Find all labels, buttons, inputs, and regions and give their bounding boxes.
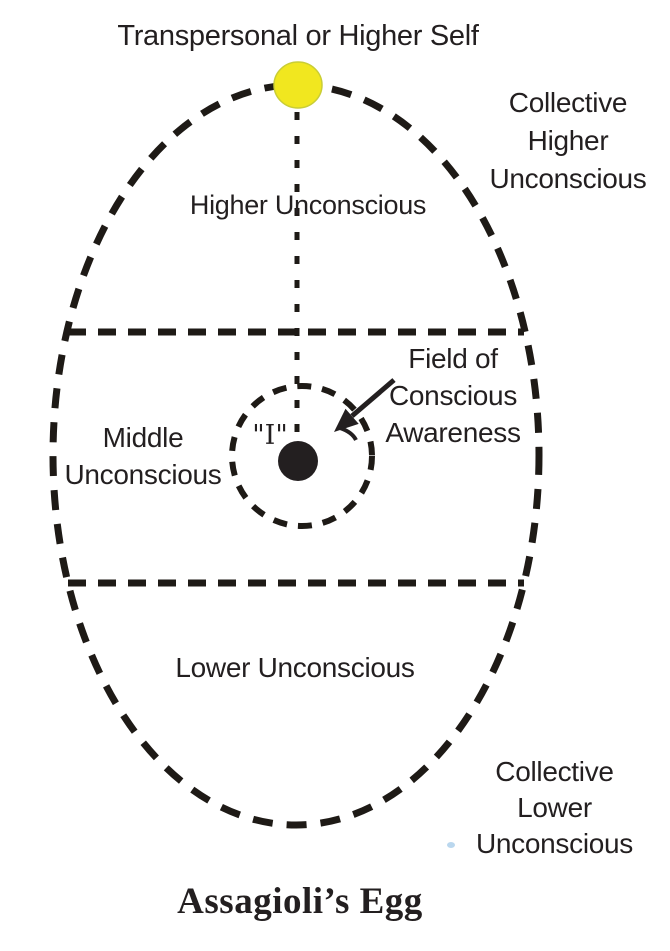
field-of-conscious-awareness-label: Field of Conscious Awareness	[385, 343, 521, 448]
egg-outline	[49, 81, 543, 829]
field-arrow-tail	[339, 426, 358, 441]
field-arrow-shaft	[350, 378, 396, 418]
awareness-field-circle	[229, 383, 375, 529]
field-arrow	[334, 378, 396, 441]
diagram-caption: Assagioli’s Egg	[177, 881, 423, 922]
collective-higher-unconscious-label: Collective Higher Unconscious	[489, 87, 647, 194]
transpersonal-higher-self-label: Transpersonal or Higher Self	[117, 20, 479, 52]
i-label: "I"	[252, 420, 288, 451]
i-dot	[278, 441, 318, 481]
scan-speck-dot	[447, 842, 455, 848]
higher-self-circle	[273, 61, 323, 109]
higher-unconscious-label: Higher Unconscious	[189, 190, 427, 220]
collective-lower-unconscious-label: Collective Lower Unconscious	[475, 756, 633, 859]
middle-unconscious-label: Middle Unconscious	[64, 422, 222, 490]
lower-unconscious-label: Lower Unconscious	[175, 652, 415, 683]
field-arrow-head	[334, 408, 359, 432]
